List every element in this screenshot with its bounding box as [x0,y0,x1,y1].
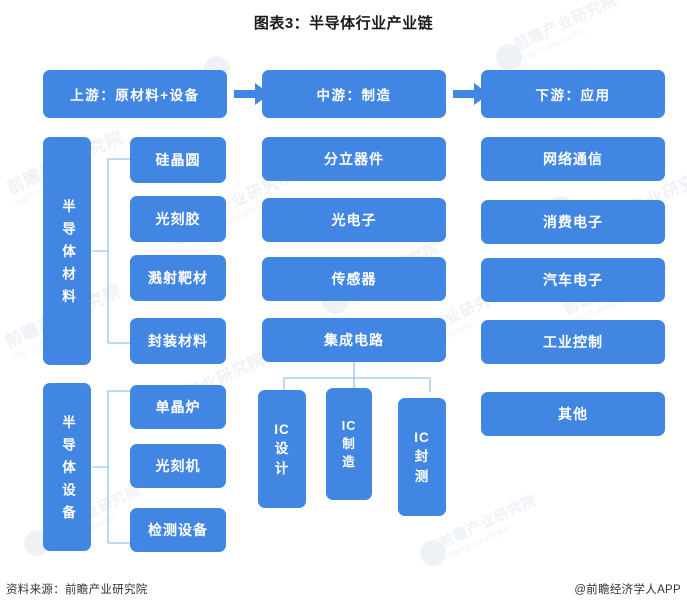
downstream-item-box[interactable]: 消费电子 [481,200,665,244]
ic-child-line2: 设 [274,441,290,457]
downstream-item-box[interactable]: 其他 [481,392,665,436]
materials-bracket-connector [92,137,134,365]
material-item-box[interactable]: 溅射靶材 [130,255,226,301]
downstream-item-box[interactable]: 工业控制 [481,320,665,364]
ic-bracket-connector [262,362,452,394]
credit-note: @前瞻经济学人APP [574,584,681,596]
ic-child-line3: 造 [342,455,356,470]
source-note: 资料来源：前瞻产业研究院 [6,584,148,596]
equipment-bracket-connector [92,383,134,551]
page-title: 图表3：半导体行业产业链 [253,15,434,32]
ic-child-line2: 制 [342,436,356,451]
ic-child-box[interactable]: IC 制 造 [326,388,372,500]
header-upstream-box[interactable]: 上游：原材料+设备 [43,70,227,118]
midstream-item-box-integrated-circuit[interactable]: 集成电路 [262,318,446,362]
ic-child-line1: IC [414,429,430,445]
ic-child-line3: 计 [274,460,290,476]
ic-child-line3: 测 [414,468,430,484]
midstream-item-box[interactable]: 光电子 [262,198,446,242]
midstream-item-box[interactable]: 传感器 [262,257,446,301]
ic-child-line1: IC [341,418,357,433]
equipment-item-box[interactable]: 检测设备 [130,508,226,552]
material-item-box[interactable]: 硅晶圆 [130,137,226,183]
arrow-right-icon [234,82,271,106]
downstream-item-box[interactable]: 网络通信 [481,137,665,181]
ic-child-line1: IC [274,421,290,437]
ic-child-line2: 封 [414,449,430,465]
group-label-semiconductor-equipment[interactable]: 半导体设备 [43,383,91,551]
watermark-logo-dot [420,540,446,566]
material-item-box[interactable]: 光刻胶 [130,196,226,242]
ic-child-box[interactable]: IC 封 测 [398,398,446,516]
arrow-right-icon [453,82,490,106]
header-downstream-box[interactable]: 下游：应用 [481,70,665,118]
equipment-item-box[interactable]: 光刻机 [130,444,226,488]
group-label-semiconductor-materials[interactable]: 半导体材料 [43,137,91,365]
header-midstream-box[interactable]: 中游：制造 [262,70,446,118]
ic-child-box[interactable]: IC 设 计 [258,390,306,508]
downstream-item-box[interactable]: 汽车电子 [481,258,665,302]
watermark-logo-dot [496,44,522,70]
midstream-item-box[interactable]: 分立器件 [262,137,446,181]
watermark-brand: 前瞻产业研究院中国产业咨询领先机构 [437,492,540,562]
equipment-item-box[interactable]: 单晶炉 [130,385,226,429]
material-item-box[interactable]: 封装材料 [130,318,226,364]
